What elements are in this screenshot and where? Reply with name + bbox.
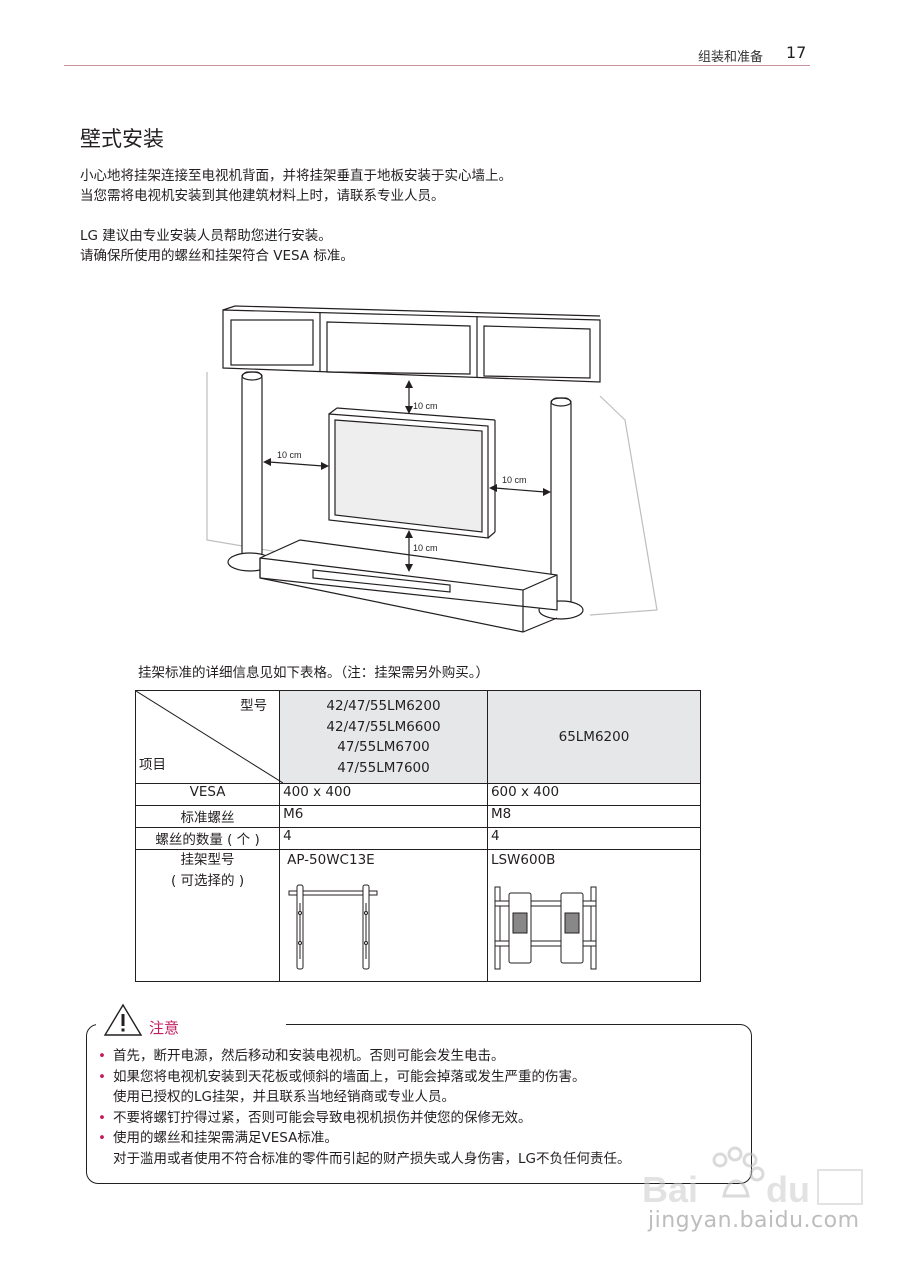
caution-box	[86, 1024, 752, 1184]
table-corner-cell: 型号 项目	[134, 690, 283, 784]
table-cell: 4	[486, 827, 702, 850]
table-header-row: 型号 项目 42/47/55LM6200 42/47/55LM6600 47/5…	[134, 690, 702, 784]
model-group-b-cell: 65LM6200	[486, 690, 702, 784]
page-title: 壁式安装	[80, 127, 164, 151]
caution-text: 对于滥用或者使用不符合标准的零件而引起的财产损失或人身伤害，LG不负任何责任。	[113, 1150, 631, 1167]
svg-text:du: du	[766, 1169, 810, 1210]
row-label-mount: 挂架型号 ( 可选择的 )	[134, 849, 281, 982]
caution-text: 使用已授权的LG挂架，并且联系当地经销商或专业人员。	[113, 1089, 455, 1105]
model-name: 65LM6200	[558, 729, 630, 745]
table-row-mount: 挂架型号 ( 可选择的 ) AP-50WC13E LSW600B	[134, 849, 702, 982]
header-rule	[64, 65, 810, 66]
caution-list: • 首先，断开电源，然后移动和安装电视机。否则可能会发生电击。 • 如果您将电视…	[96, 1046, 630, 1169]
mount-label-line: 挂架型号	[180, 852, 235, 868]
table-cell: 4	[279, 827, 488, 850]
table-row: VESA 400 x 400 600 x 400	[134, 783, 702, 806]
svg-text:Bai: Bai	[642, 1169, 698, 1210]
clearance-top-label: 10 cm	[413, 401, 438, 411]
header-section-title: 组装和准备	[698, 50, 764, 65]
bracket-ap50wc13e-image	[288, 884, 378, 970]
table-row: 标准螺丝 M6 M8	[134, 805, 702, 828]
mount-cell-a: AP-50WC13E	[279, 849, 488, 982]
model-name: 42/47/55LM6200	[326, 698, 441, 714]
clearance-right-label: 10 cm	[502, 475, 527, 485]
caution-text: 如果您将电视机安装到天花板或倾斜的墙面上，可能会掉落或发生严重的伤害。	[113, 1068, 586, 1085]
caution-text: 不要将螺钉拧得过紧，否则可能会导致电视机损伤并使您的保修无效。	[113, 1109, 532, 1126]
model-name: 47/55LM6700	[337, 739, 430, 755]
corner-model-label: 型号	[240, 698, 268, 714]
mount-model-name: LSW600B	[490, 852, 556, 868]
table-row: 螺丝的数量 ( 个 ) 4 4	[134, 827, 702, 850]
caution-item: • 不要将螺钉拧得过紧，否则可能会导致电视机损伤并使您的保修无效。	[96, 1108, 630, 1129]
caution-text: 首先，断开电源，然后移动和安装电视机。否则可能会发生电击。	[113, 1048, 505, 1064]
wall-mount-clearance-diagram: 10 cm 10 cm 10 cm 10 cm	[206, 305, 658, 633]
model-name: 47/55LM7600	[337, 759, 430, 776]
bullet-icon: •	[98, 1048, 106, 1064]
row-label: VESA	[134, 783, 281, 806]
baidu-jingyan-logo-watermark: Bai du	[642, 1146, 863, 1210]
caution-title: 注意	[149, 1019, 180, 1037]
intro-paragraph-1: 小心地将挂架连接至电视机背面，并将挂架垂直于地板安装于实心墙上。 当您需将电视机…	[80, 166, 512, 206]
row-label: 标准螺丝	[134, 805, 281, 828]
intro-line: 小心地将挂架连接至电视机背面，并将挂架垂直于地板安装于实心墙上。	[80, 168, 512, 184]
caution-item: • 使用的螺丝和挂架需满足VESA标准。 对于滥用或者使用不符合标准的零件而引起…	[96, 1128, 630, 1169]
intro-line: 当您需将电视机安装到其他建筑材料上时，请联系专业人员。	[80, 188, 445, 204]
intro-line: LG 建议由专业安装人员帮助您进行安装。	[80, 228, 332, 244]
warning-triangle-icon	[103, 1003, 143, 1036]
mount-cell-b: LSW600B	[486, 849, 702, 982]
table-cell: 400 x 400	[279, 783, 488, 806]
intro-line: 请确保所使用的螺丝和挂架符合 VESA 标准。	[80, 248, 354, 264]
table-cell: M6	[279, 805, 488, 828]
bracket-lsw600b-image	[494, 886, 597, 970]
caution-item: • 首先，断开电源，然后移动和安装电视机。否则可能会发生电击。	[96, 1046, 630, 1067]
watermark-url: jingyan.baidu.com	[648, 1208, 860, 1233]
caution-item: • 如果您将电视机安装到天花板或倾斜的墙面上，可能会掉落或发生严重的伤害。 使用…	[96, 1067, 630, 1108]
table-cell: M8	[486, 805, 702, 828]
table-cell: 600 x 400	[486, 783, 702, 806]
intro-paragraph-2: LG 建议由专业安装人员帮助您进行安装。 请确保所使用的螺丝和挂架符合 VESA…	[80, 226, 354, 266]
bullet-icon: •	[98, 1130, 106, 1146]
page-number: 17	[786, 43, 807, 62]
model-group-a-cell: 42/47/55LM6200 42/47/55LM6600 47/55LM670…	[279, 690, 488, 784]
table-caption: 挂架标准的详细信息见如下表格。（注：挂架需另外购买。）	[138, 665, 489, 681]
row-label: 螺丝的数量 ( 个 )	[134, 827, 281, 850]
wall-mount-spec-table: 型号 项目 42/47/55LM6200 42/47/55LM6600 47/5…	[134, 690, 702, 982]
model-name: 42/47/55LM6600	[326, 718, 441, 735]
corner-item-label: 项目	[139, 757, 166, 773]
mount-model-name: AP-50WC13E	[287, 852, 375, 868]
clearance-bottom-label: 10 cm	[413, 543, 438, 553]
clearance-left-label: 10 cm	[277, 450, 302, 460]
bullet-icon: •	[98, 1109, 106, 1126]
diagonal-divider	[136, 691, 283, 783]
mount-label-line: ( 可选择的 )	[170, 873, 245, 889]
caution-text: 使用的螺丝和挂架需满足VESA标准。	[113, 1130, 338, 1146]
bullet-icon: •	[98, 1068, 106, 1085]
